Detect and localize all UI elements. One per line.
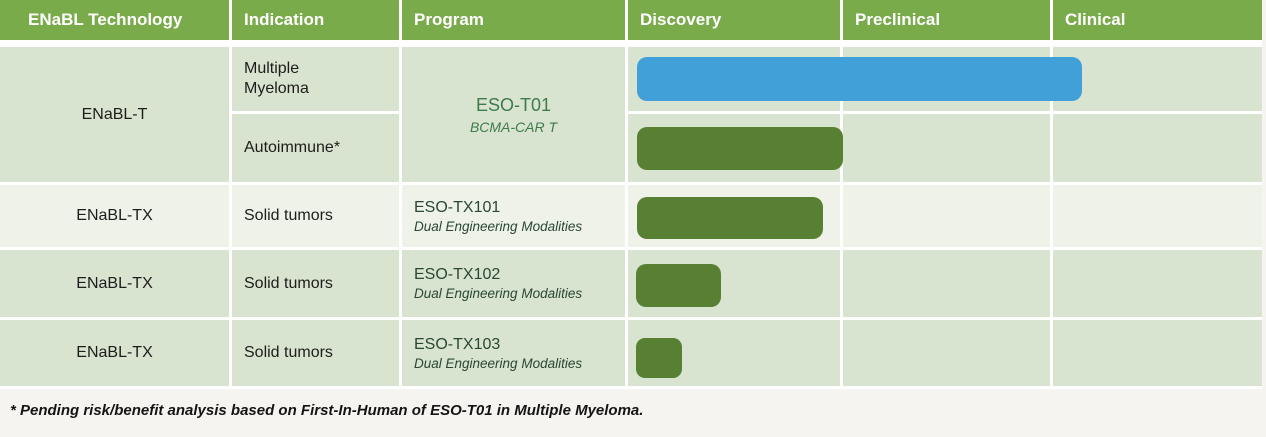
bar-eso-t01-autoimmune [637,127,843,170]
cell-indication: Solid tumors [232,185,402,250]
cell-program-eso-tx102: ESO-TX102 Dual Engineering Modalities [402,250,628,320]
cell-technology: ENaBL-TX [0,185,232,250]
stage-cell-clinical [1053,320,1262,389]
program-subtitle: Dual Engineering Modalities [414,286,583,301]
program-subtitle: BCMA-CAR T [469,118,558,135]
program-name: ESO-TX103 [414,335,501,353]
indication-label: Autoimmune* [244,139,341,156]
cell-technology: ENaBL-TX [0,320,232,389]
stage-cell-discovery [628,250,843,320]
indication-label: Solid tumors [244,207,333,224]
cell-indication-autoimmune: Autoimmune* [232,114,402,185]
cell-indication: Solid tumors [232,250,402,320]
bar-eso-tx103 [636,338,682,378]
cell-technology: ENaBL-TX [0,250,232,320]
cell-program-eso-tx101: ESO-TX101 Dual Engineering Modalities [402,185,628,250]
program-name: ESO-TX102 [414,266,501,283]
column-header-clinical: Clinical [1053,0,1262,47]
bar-eso-tx102 [636,264,721,307]
indication-label: Solid tumors [244,274,333,292]
column-header-discovery: Discovery [628,0,843,47]
bar-eso-tx101 [637,197,823,239]
cell-indication: Solid tumors [232,320,402,389]
stage-cell-preclinical [843,320,1053,389]
stage-cell-preclinical [843,250,1053,320]
stage-cell-clinical [1053,114,1262,185]
bar-eso-t01-multiple-myeloma [637,57,1082,101]
program-name: ESO-TX101 [414,198,501,216]
stage-cell-clinical [1053,250,1262,320]
cell-technology-enabl-t: ENaBL-T [0,47,232,185]
footnote: * Pending risk/benefit analysis based on… [10,402,644,419]
stage-cell-preclinical [843,185,1053,250]
indication-label: Multiple Myeloma [244,60,309,97]
cell-program-eso-tx103: ESO-TX103 Dual Engineering Modalities [402,320,628,389]
stage-cell-clinical [1053,47,1262,114]
program-subtitle: Dual Engineering Modalities [414,355,583,371]
column-header-program: Program [402,0,628,47]
cell-program-eso-t01: ESO-T01 BCMA-CAR T [402,47,628,185]
column-header-technology: ENaBL Technology [0,0,232,47]
indication-label: Solid tumors [244,344,333,361]
program-name: ESO-T01 [475,94,552,115]
stage-cell-clinical [1053,185,1262,250]
stage-cell-preclinical [843,114,1053,185]
cell-indication-multiple-myeloma: Multiple Myeloma [232,47,402,114]
column-header-preclinical: Preclinical [843,0,1053,47]
column-header-indication: Indication [232,0,402,47]
program-subtitle: Dual Engineering Modalities [414,218,583,234]
